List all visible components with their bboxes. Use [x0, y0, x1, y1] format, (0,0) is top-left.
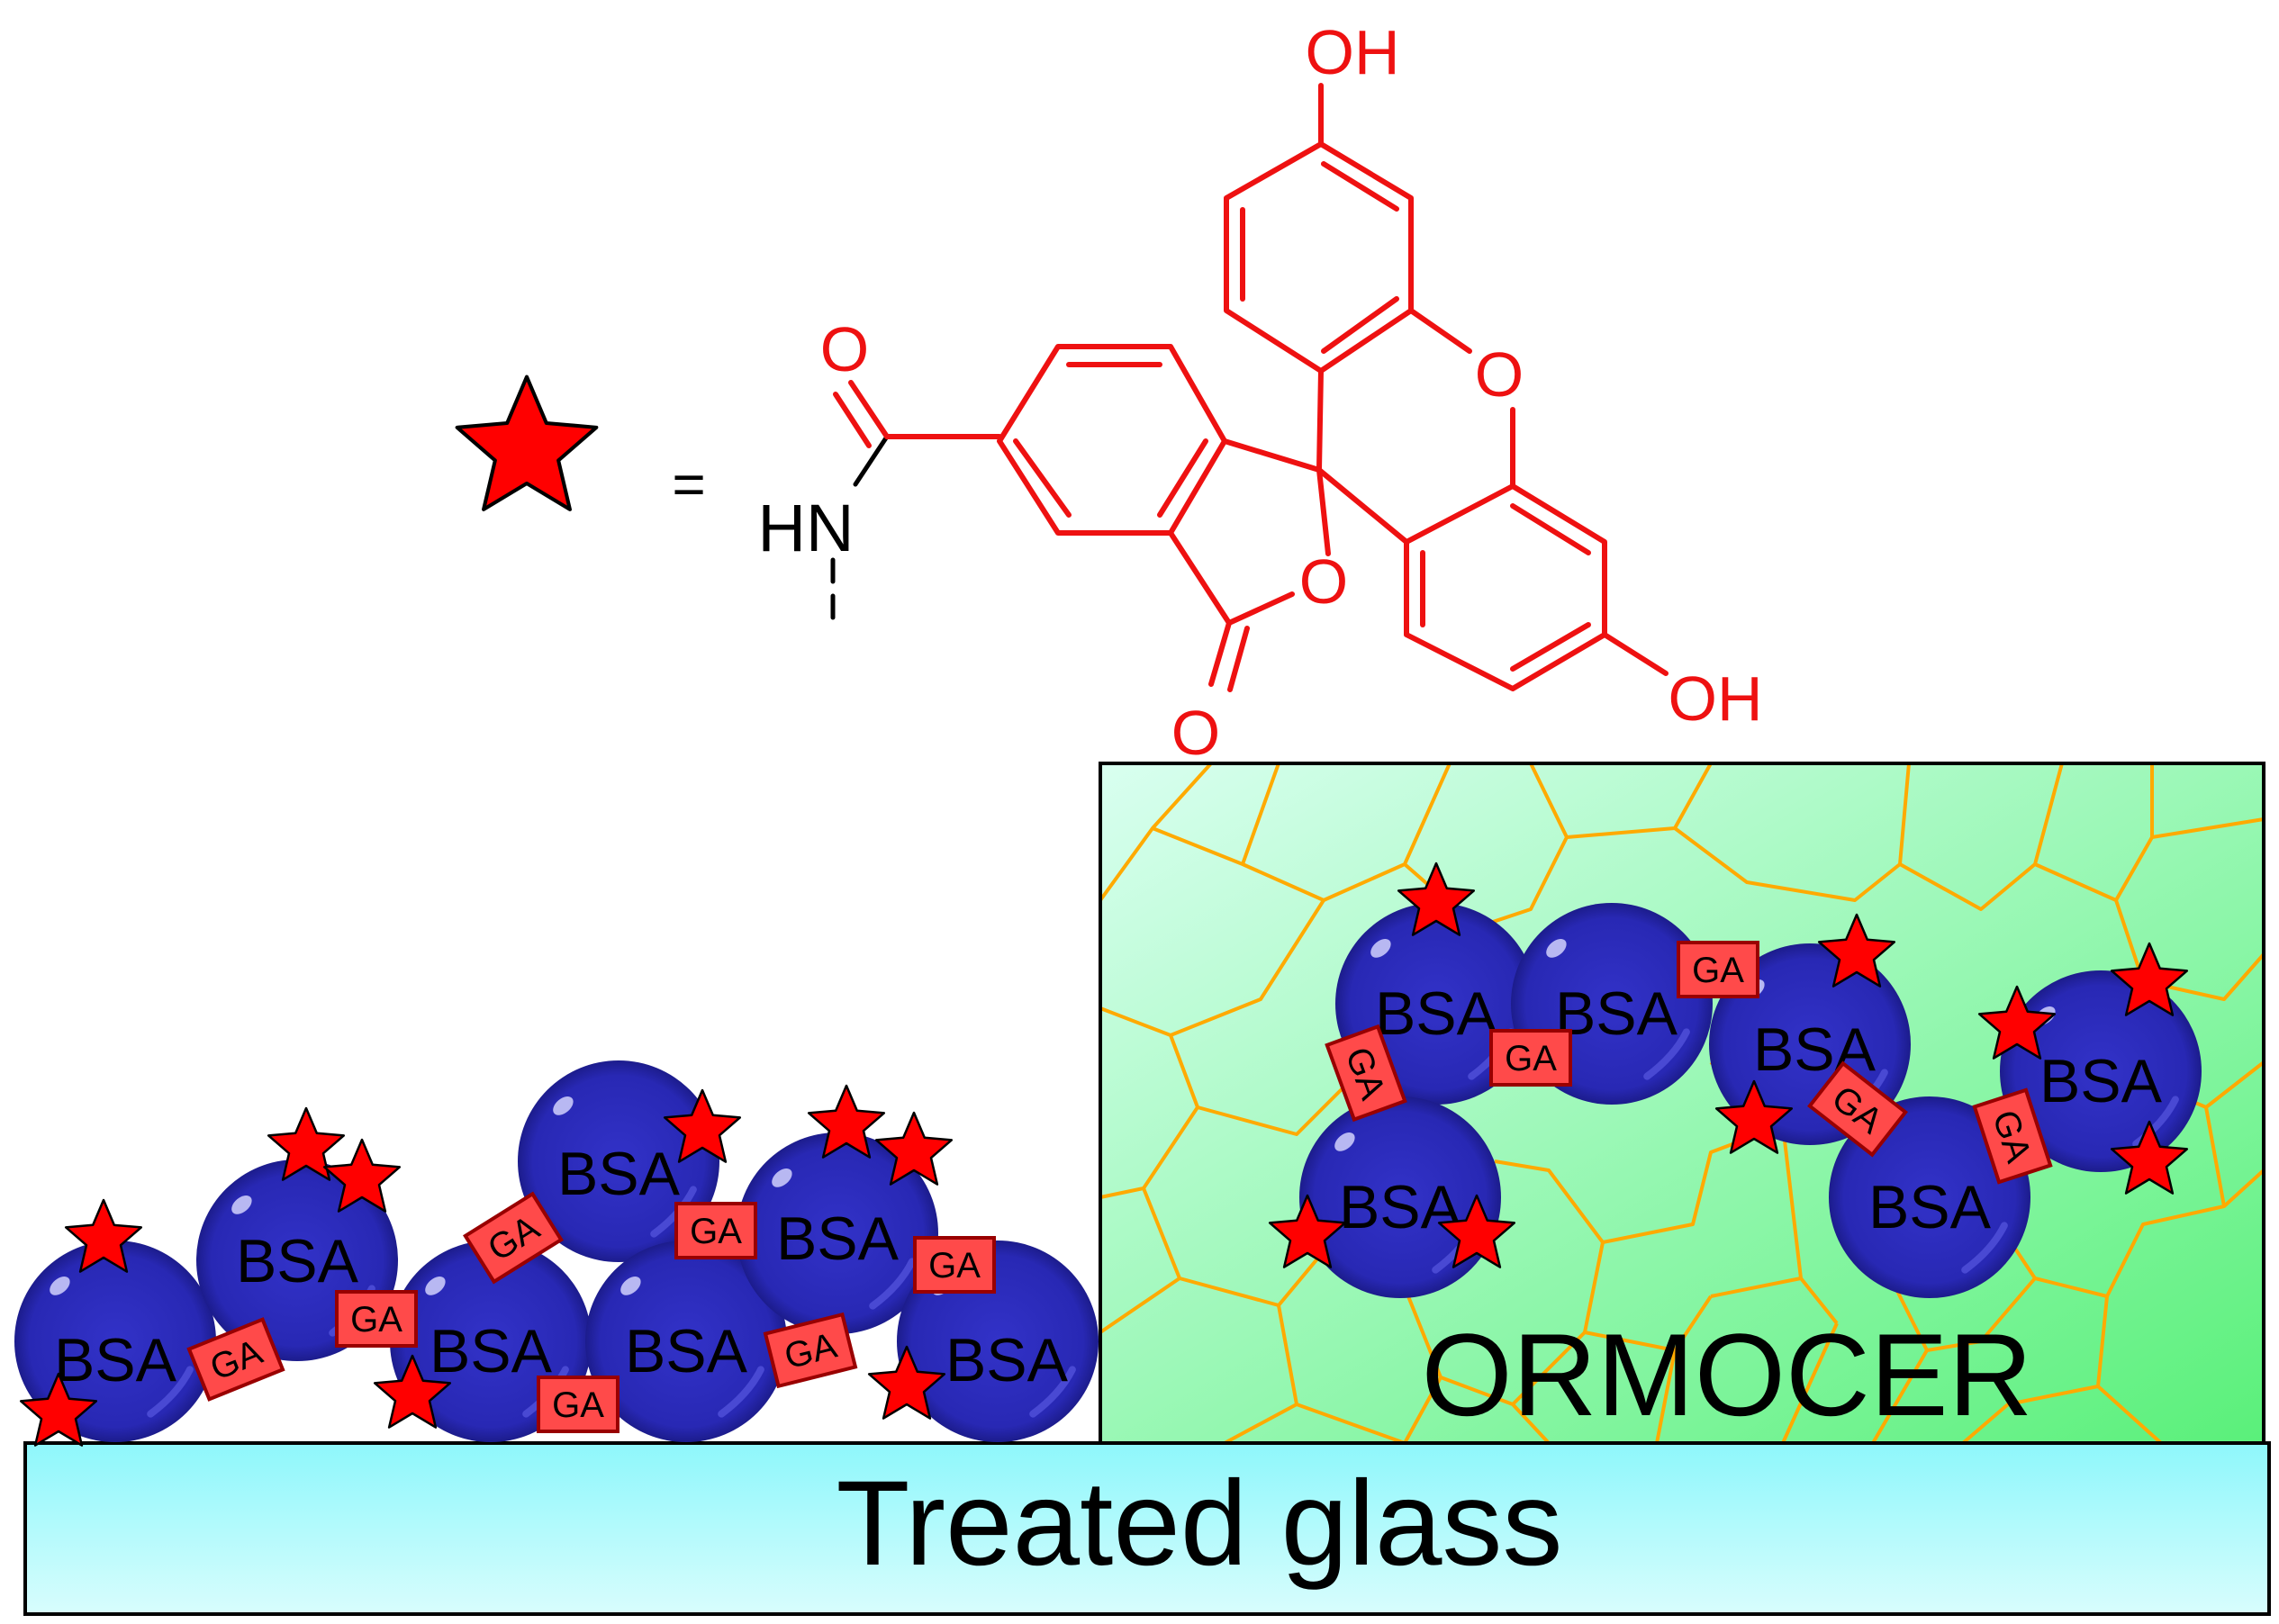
network-strand: [1899, 762, 2064, 911]
atom-o-lactone-carbonyl: O: [1171, 698, 1220, 768]
legend-star: [457, 377, 597, 510]
network-strand: [1655, 1349, 1677, 1444]
atom-oh-top: OH: [1306, 17, 1400, 87]
network-strand: [1961, 1385, 2099, 1445]
bsa-sphere: BSA: [585, 1241, 787, 1442]
network-strand: [1403, 1286, 1551, 1445]
atom-oh-right: OH: [1669, 663, 1763, 734]
ga-crosslinker: GA: [537, 1376, 619, 1433]
network-strand: [2114, 899, 2265, 1001]
bsa-label: BSA: [1868, 1173, 1992, 1241]
ga-crosslinker: GA: [763, 1312, 858, 1389]
atom-o-xanthene: O: [1475, 339, 1524, 410]
ormocer-label: ORMOCER: [1422, 1309, 2033, 1440]
equals-sign: =: [672, 452, 705, 517]
ga-crosslinker: GA: [1677, 941, 1759, 998]
ga-crosslinker: GA: [1807, 1060, 1908, 1158]
atom-o-amide: O: [820, 314, 869, 384]
network-strand: [1673, 762, 1911, 902]
ga-label: GA: [1692, 951, 1744, 990]
bsa-sphere: BSA: [737, 1132, 938, 1334]
bsa-label: BSA: [1555, 979, 1678, 1048]
bsa-label: BSA: [430, 1317, 553, 1385]
network-strand: [1241, 762, 1280, 865]
bsa-sphere: BSA: [1299, 1096, 1501, 1298]
bsa-label: BSA: [1375, 979, 1498, 1048]
network-strand: [1511, 1295, 1713, 1406]
bsa-sphere: BSA: [2000, 970, 2202, 1172]
network-strand: [2105, 1168, 2265, 1297]
atom-o-lactone-ring: O: [1299, 546, 1348, 617]
ga-label: GA: [1505, 1039, 1557, 1078]
ga-crosslinker: GA: [1325, 1024, 1407, 1123]
bsa-label: BSA: [54, 1326, 177, 1394]
ga-label: GA: [552, 1385, 604, 1425]
ga-crosslinker: GA: [1489, 1029, 1572, 1087]
glass-slab: [23, 1441, 2271, 1616]
fluorescein-structure: OH O O O O OH HN: [758, 17, 1763, 768]
bsa-label: BSA: [2039, 1047, 2163, 1115]
ga-crosslinker: GA: [186, 1317, 285, 1402]
ga-label: GA: [350, 1300, 402, 1340]
ga-crosslinker: GA: [1972, 1087, 2053, 1185]
bsa-label: BSA: [625, 1317, 748, 1385]
bsa-sphere: BSA: [518, 1060, 719, 1262]
network-strand: [1781, 1322, 1839, 1444]
ga-crosslinker: GA: [674, 1202, 757, 1259]
bsa-label: BSA: [945, 1326, 1069, 1394]
network-strand: [1197, 1078, 1352, 1136]
network-strand: [2151, 817, 2265, 839]
network-strand: [1403, 1376, 1442, 1444]
glass-label: Treated glass: [837, 1457, 1563, 1591]
ga-label: GA: [690, 1212, 742, 1251]
network-strand: [1296, 1403, 1406, 1445]
ga-label: GA: [928, 1246, 981, 1286]
bsa-label: BSA: [557, 1140, 681, 1208]
network-strand: [1926, 1277, 2037, 1352]
bsa-label: BSA: [776, 1204, 900, 1273]
network-strand: [1494, 1159, 1605, 1333]
ga-crosslinker: GA: [335, 1290, 418, 1348]
network-strand: [1170, 898, 1325, 1037]
network-strand: [2034, 763, 2154, 902]
bsa-label: BSA: [1339, 1173, 1462, 1241]
amine-label: HN: [758, 491, 855, 565]
ga-crosslinker: GA: [913, 1236, 996, 1294]
ormocer-matrix: [1099, 762, 2265, 1445]
glass-substrate: [23, 1441, 2271, 1616]
bsa-label: BSA: [236, 1227, 359, 1295]
